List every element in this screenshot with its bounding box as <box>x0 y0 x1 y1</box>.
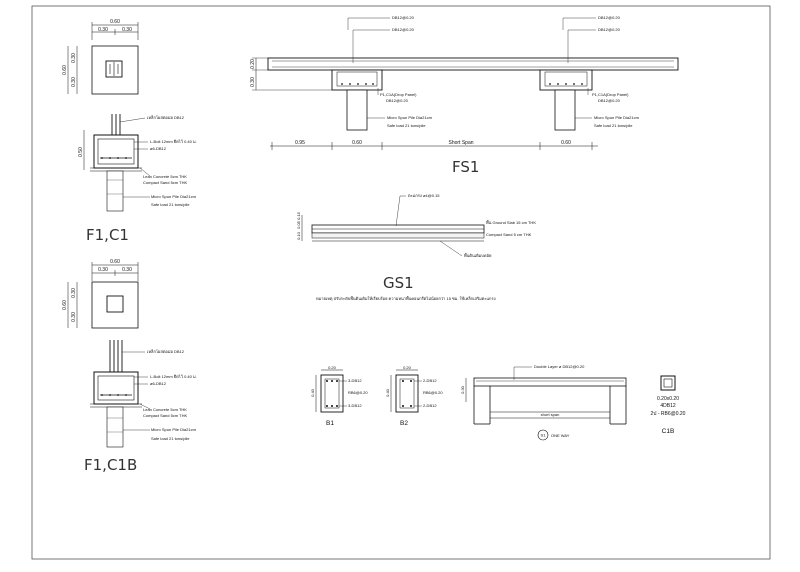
dim-text: 0.30 <box>98 27 108 33</box>
note-text: Micro Spun Pile Dia21cm <box>387 115 433 120</box>
note-text: DB12@0.20 <box>386 98 409 103</box>
detail-title-fs1: FS1 <box>452 158 479 176</box>
note-text: Lean Concrete 5cm THK <box>143 407 187 412</box>
dim-text: 0.15 <box>296 211 301 220</box>
note-text: P1,C1A(Drop Panel) <box>380 92 417 97</box>
f1b-plan: 0.60 0.30 0.30 0.60 0.30 0.30 <box>62 259 139 329</box>
dim-text: 0.20 <box>250 59 256 69</box>
column-outline <box>105 60 123 78</box>
f1b-section: เหล็กโผล่ตอม่อ DB12 L-Bolt 12mm ยึดไว้ 0… <box>84 340 197 474</box>
note-text: Lean Concrete 5cm THK <box>143 174 187 179</box>
dim-text: 0.30 <box>460 385 465 394</box>
note-text: พื้นดินเดิมบดอัด <box>464 251 492 258</box>
dim-text: 0.60 <box>62 65 68 75</box>
dim-text: 0.60 <box>110 19 120 25</box>
beam-b1: 0.20 0.40 3-DB12 RB6@0.20 3-DB12 B1 <box>310 365 368 427</box>
note-text: Safe load 21 tons/pile <box>387 123 426 128</box>
dim-text: Short Span <box>448 140 473 146</box>
note-text: ø6-DB12 <box>150 146 167 151</box>
dim-text: 0.95 <box>295 140 305 146</box>
column-c1b: 0.20x0.20 4DB12 2ป - RB6@0.20 C1B <box>651 375 686 435</box>
note-text: Safe load 21 tons/pile <box>151 202 190 207</box>
bar-text: DB12@0.20 <box>598 27 621 32</box>
beam-b2: 0.20 0.40 2-DB12 RB6@0.20 2-DB12 B2 <box>385 365 443 427</box>
note-text: เหล็กโผล่ตอม่อ DB12 <box>147 114 185 120</box>
f1-plan: 0.60 0.30 0.30 0.60 0.30 0.30 <box>62 19 139 95</box>
column-main-bar: 4DB12 <box>660 403 676 409</box>
detail-title-gs1: GS1 <box>383 274 414 292</box>
dim-text: 0.30 <box>71 53 77 63</box>
note-text: Safe load 21 tons/pile <box>151 436 190 441</box>
note-text: ø6-DB12 <box>150 381 167 386</box>
dim-text: 0.60 <box>62 300 68 310</box>
sheet-border <box>31 5 771 560</box>
note-text: Double Layer ø DB12@0.20 <box>534 364 585 369</box>
note-text: Compact Sand 5cm THK <box>143 413 187 418</box>
s1-tag-circle <box>537 429 549 441</box>
bar-text: DB12@0.20 <box>598 15 621 20</box>
dim-text: 0.30 <box>98 267 108 273</box>
dim-text: 0.30 <box>71 288 77 298</box>
dim-text: 0.10 <box>296 231 301 240</box>
note-text: เหล็กโผล่ตอม่อ DB12 <box>147 348 185 354</box>
dim-text: 0.30 <box>250 77 256 87</box>
dim-text: 0.40 <box>385 388 390 397</box>
detail-title-b1: B1 <box>326 420 334 427</box>
dim-text: 0.20 <box>328 365 337 370</box>
dim-text: 0.60 <box>110 259 120 265</box>
bar-text: 2-DB12 <box>423 378 437 383</box>
bar-text: DB12@0.20 <box>392 27 415 32</box>
gs1-footnote: หมายเหตุ ปรับระดับพื้นดินเดิมให้เรียบร้อ… <box>316 294 496 302</box>
note-text: P1,C1A(Drop Panel) <box>592 92 629 97</box>
note-text: Compact Sand 5 cm THK <box>486 232 532 237</box>
bar-text: RB6@0.20 <box>348 390 368 395</box>
one-way-label: ONE WAY <box>551 433 570 438</box>
dim-text: 0.60 <box>561 140 571 146</box>
note-text: L-Bolt 12mm ยึดไว้ 0.40 ม. <box>150 139 197 144</box>
footing-outline <box>91 45 139 95</box>
bar-text: DB12@0.20 <box>392 15 415 20</box>
detail-title-f1c1: F1,C1 <box>86 226 129 244</box>
bar-text: 2-DB12 <box>423 403 437 408</box>
note-text: Compact Sand 5cm THK <box>143 180 187 185</box>
gs1-section: 0.10 0.05 0.15 ตะแกรง ø4@0.15 พื้น Groun… <box>296 193 536 302</box>
note-text: Micro Spun Pile Dia21cm <box>151 194 197 199</box>
dim-text: 0.30 <box>122 267 132 273</box>
note-text: L-Bolt 12mm ยึดไว้ 0.40 ม. <box>150 374 197 379</box>
dim-text: 0.40 <box>310 388 315 397</box>
note-text: ตะแกรง ø4@0.15 <box>408 193 440 198</box>
dim-text: 0.60 <box>352 140 362 146</box>
detail-title-c1b: C1B <box>662 428 675 435</box>
detail-title-f1c1b: F1,C1B <box>84 456 137 474</box>
footing-outline <box>91 281 139 329</box>
dim-text: 0.05 <box>296 220 301 229</box>
note-text: Micro Spun Pile Dia21cm <box>594 115 640 120</box>
bar-text: 3-DB12 <box>348 378 362 383</box>
dim-text: 0.20 <box>403 365 412 370</box>
dim-text: 0.30 <box>71 77 77 87</box>
fs1-section: 0.20 0.30 DB12@0.20 DB12@0.20 P1,C1A(Dro… <box>250 15 679 176</box>
column-size: 0.20x0.20 <box>657 396 679 402</box>
bar-text: RB6@0.20 <box>423 390 443 395</box>
dim-text: short span <box>541 412 560 417</box>
column-outline <box>106 295 124 313</box>
column-tie: 2ป - RB6@0.20 <box>651 411 686 417</box>
note-text: Micro Spun Pile Dia21cm <box>151 427 197 432</box>
dim-text: 0.50 <box>78 147 84 157</box>
f1-section: 0.50 เหล็กโผล่ตอม่อ DB12 L-Bolt 12mm ยึด… <box>78 114 197 244</box>
note-text: DB12@0.20 <box>598 98 621 103</box>
note-text: Safe load 21 tons/pile <box>594 123 633 128</box>
dim-text: 0.30 <box>122 27 132 33</box>
bar-text: 3-DB12 <box>348 403 362 408</box>
note-text: พื้น Ground Slab 15 cm THK <box>486 218 537 225</box>
dim-text: 0.30 <box>71 312 77 322</box>
detail-title-b2: B2 <box>400 420 408 427</box>
slab-s1: short span 0.30 Double Layer ø DB12@0.20… <box>460 364 627 441</box>
s1-tag: S1 <box>541 433 547 438</box>
